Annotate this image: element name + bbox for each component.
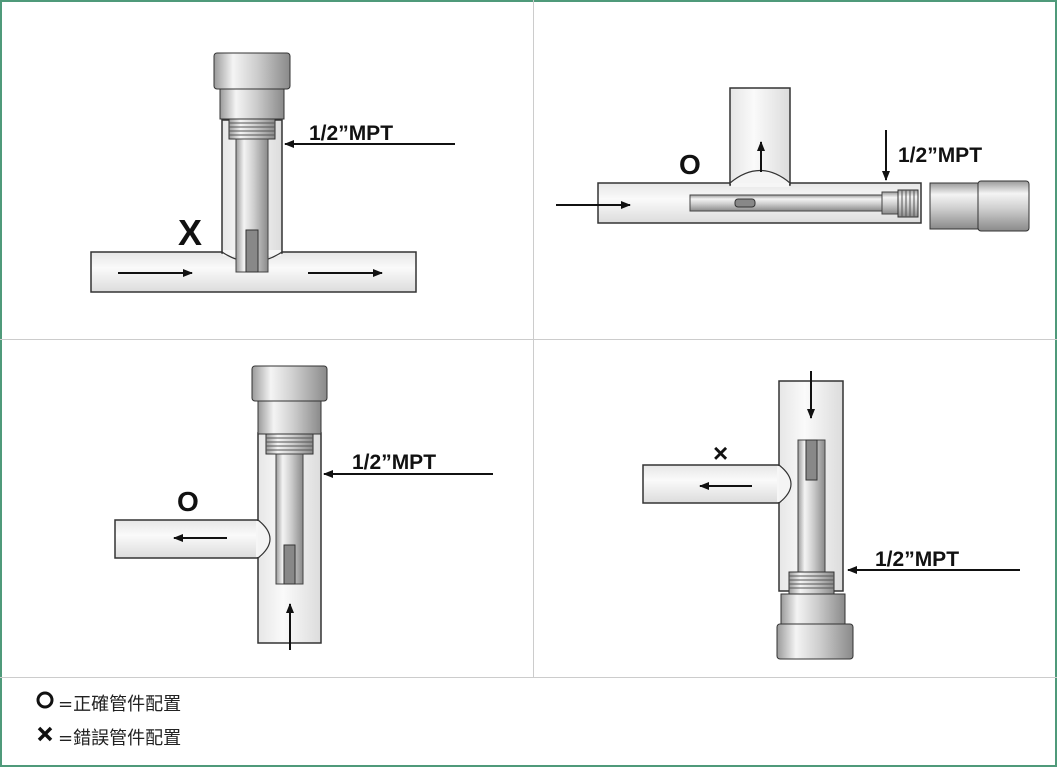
fitting-mark: O [177, 486, 199, 517]
panel-1: 1/2”MPT X [90, 52, 455, 293]
panel-4: 1/2”MPT × [642, 371, 1020, 660]
legend-wrong: =錯誤管件配置 [34, 722, 181, 756]
thread [265, 433, 314, 455]
sensor-nut [780, 593, 846, 625]
legend-wrong-text: =錯誤管件配置 [58, 728, 182, 749]
thread [897, 189, 919, 218]
grid-divider-vertical [533, 0, 534, 677]
probe [689, 194, 883, 212]
sensor-nut [929, 182, 979, 230]
cross-icon [34, 722, 56, 756]
mpt-label: 1/2”MPT [352, 451, 436, 474]
fitting-mark: X [178, 212, 202, 253]
branch-pipe [642, 464, 794, 504]
probe-shoulder [881, 191, 899, 215]
panel-3: 1/2”MPT O [114, 365, 493, 650]
sensor-head [213, 52, 291, 90]
thread [228, 118, 276, 140]
fitting-mark: × [713, 438, 728, 468]
pipe-joint [731, 181, 789, 187]
legend-correct: =正確管件配置 [34, 688, 181, 722]
probe-tip [245, 229, 259, 273]
fitting-mark: O [679, 149, 701, 180]
sensor-head [977, 180, 1030, 232]
sensor-head [251, 365, 328, 402]
probe-tip [283, 544, 296, 585]
sensor-head [776, 623, 854, 660]
panel-2: 1/2”MPT O [556, 87, 1030, 232]
probe-tip [805, 439, 818, 481]
mpt-label: 1/2”MPT [309, 122, 393, 145]
mpt-label: 1/2”MPT [875, 548, 959, 571]
thread [788, 571, 835, 595]
probe-tip [734, 198, 756, 208]
circle-icon [34, 688, 56, 722]
grid-divider-bottom [0, 677, 1057, 678]
sensor-nut [257, 400, 322, 435]
legend-correct-text: =正確管件配置 [58, 694, 182, 715]
legend: =正確管件配置 =錯誤管件配置 [34, 688, 181, 756]
grid-divider-horizontal [0, 339, 1057, 340]
mpt-label: 1/2”MPT [898, 144, 982, 167]
sensor-nut [219, 88, 285, 120]
